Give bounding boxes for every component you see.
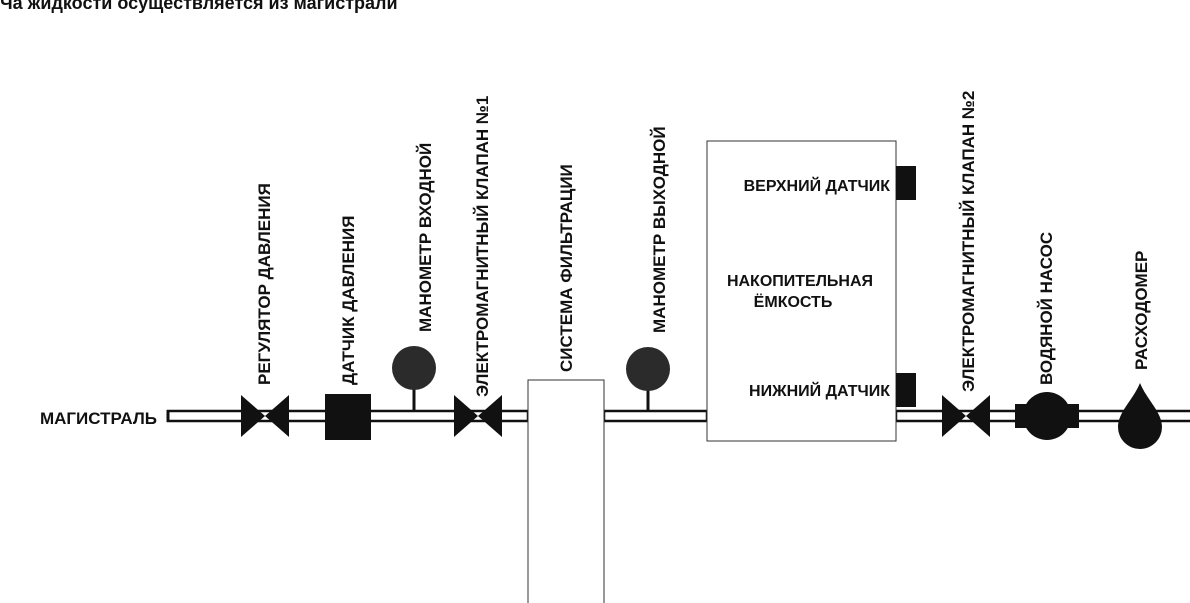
pressure-regulator-label: РЕГУЛЯТОР ДАВЛЕНИЯ xyxy=(255,183,274,385)
storage-tank-label-line1: НАКОПИТЕЛЬНАЯ xyxy=(727,273,873,290)
solenoid-valve-2-label: ЭЛЕКТРОМАГНИТНЫЙ КЛАПАН №2 xyxy=(959,91,978,392)
main-line-label: МАГИСТРАЛЬ xyxy=(40,409,157,428)
pressure-sensor-icon[interactable] xyxy=(325,394,371,440)
upper-sensor-label: ВЕРХНИЙ ДАТЧИК xyxy=(744,176,891,195)
inlet-gauge-icon[interactable] xyxy=(392,346,436,411)
filtration-system-label: СИСТЕМА ФИЛЬТРАЦИИ xyxy=(557,164,576,372)
flow-meter-icon[interactable] xyxy=(1118,383,1162,449)
solenoid-valve-1-label: ЭЛЕКТРОМАГНИТНЫЙ КЛАПАН №1 xyxy=(473,96,492,397)
solenoid-valve-1-icon[interactable] xyxy=(454,395,502,437)
header-text: Ча жидкости осуществляется из магистрали xyxy=(0,0,398,13)
upper-sensor-icon[interactable] xyxy=(896,166,916,200)
outlet-gauge-icon[interactable] xyxy=(626,347,670,411)
pressure-regulator-icon[interactable] xyxy=(241,395,289,437)
pipe-segment-mid xyxy=(602,409,709,423)
water-pump-label: ВОДЯНОЙ НАСОС xyxy=(1037,232,1056,385)
storage-tank-label-line2: ЁМКОСТЬ xyxy=(754,293,833,311)
outlet-gauge-label: МАНОМЕТР ВЫХОДНОЙ xyxy=(650,126,669,333)
solenoid-valve-2-icon[interactable] xyxy=(942,395,990,437)
filtration-system-box[interactable] xyxy=(527,379,605,603)
pressure-sensor-label: ДАТЧИК ДАВЛЕНИЯ xyxy=(339,216,358,385)
flow-meter-label: РАСХОДОМЕР xyxy=(1132,251,1151,370)
lower-sensor-icon[interactable] xyxy=(896,373,916,407)
water-pump-icon[interactable] xyxy=(1015,392,1079,440)
lower-sensor-label: НИЖНИЙ ДАТЧИК xyxy=(749,381,890,400)
storage-tank-box[interactable] xyxy=(706,140,897,442)
inlet-gauge-label: МАНОМЕТР ВХОДНОЙ xyxy=(416,143,435,332)
